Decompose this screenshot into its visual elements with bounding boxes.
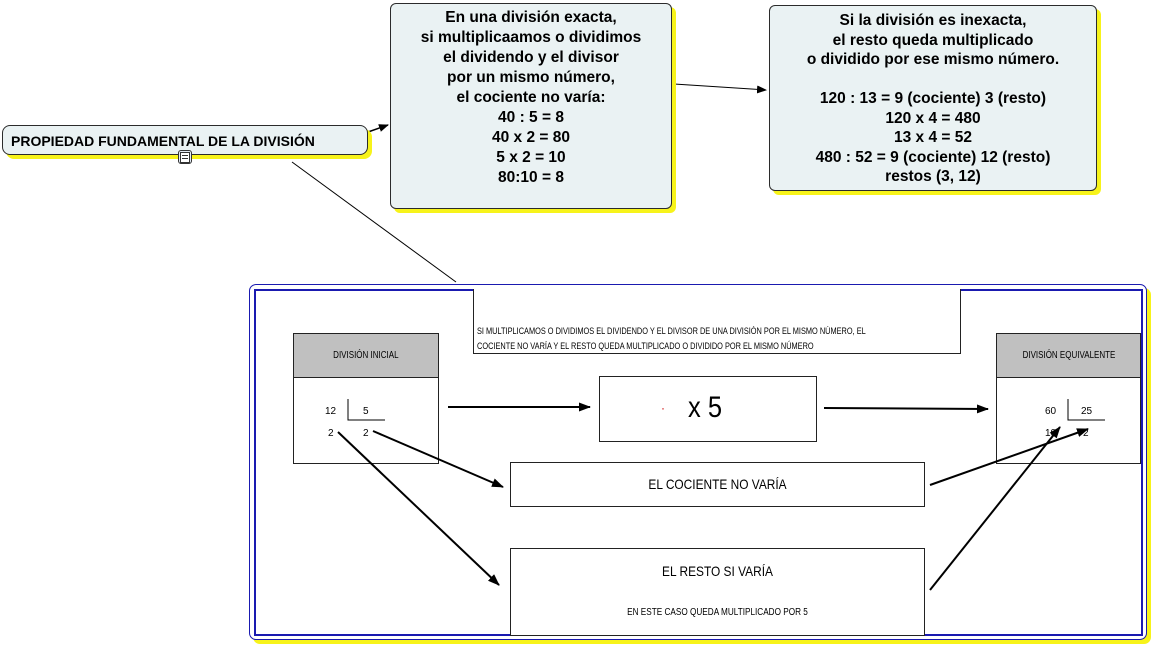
arrow-resto-box-to-equivalent (929, 426, 1061, 591)
exact-line: 40 : 5 = 8 (498, 109, 564, 126)
inexact-line: Si la división es inexacta, (839, 12, 1027, 29)
initial-divisor: 5 (363, 406, 369, 417)
initial-division-header-text: DIVISIÓN INICIAL (333, 350, 399, 361)
connector-root-to-image (291, 161, 457, 283)
inexact-division-node[interactable]: Si la división es inexacta, el resto que… (769, 5, 1097, 191)
initial-dividend: 12 (325, 406, 337, 417)
inexact-line: 13 x 4 = 52 (894, 129, 972, 146)
arrow-cociente-box-to-equivalent (929, 428, 1089, 486)
initial-division-header: DIVISIÓN INICIAL (294, 334, 438, 378)
root-topic[interactable]: PROPIEDAD FUNDAMENTAL DE LA DIVISIÓN (2, 125, 368, 155)
equivalent-division-bracket (1067, 399, 1105, 421)
remainder-box-title: EL RESTO SI VARÍA (662, 563, 773, 579)
equivalent-division-box: DIVISIÓN EQUIVALENTE 60 25 10 2 (996, 333, 1141, 464)
exact-line: 40 x 2 = 80 (492, 129, 570, 146)
initial-division-bracket (347, 399, 385, 421)
exact-line: por un mismo número, (447, 69, 615, 86)
multiplier-box: · x 5 (599, 376, 817, 442)
exact-line: 80:10 = 8 (498, 169, 564, 186)
inexact-line: 120 : 13 = 9 (cociente) 3 (resto) (819, 90, 1047, 107)
exact-line: 5 x 2 = 10 (496, 149, 566, 166)
exact-line: el dividendo y el divisor (443, 49, 619, 66)
inexact-line: o dividido por ese mismo número. (806, 51, 1060, 68)
statement-box: SI MULTIPLICAMOS O DIVIDIMOS EL DIVIDEND… (473, 289, 961, 354)
exact-line: si multiplicaamos o dividimos (420, 29, 642, 46)
quotient-box: EL COCIENTE NO VARÍA (510, 462, 925, 507)
exact-line: el cociente no varía: (456, 89, 606, 106)
exact-line: En una división exacta, (445, 9, 617, 26)
connector-root-to-exact (367, 124, 389, 133)
equivalent-dividend: 60 (1045, 406, 1057, 417)
initial-division-box: DIVISIÓN INICIAL 12 5 2 2 (293, 333, 439, 464)
arrow-quotient-to-cociente-box (372, 430, 504, 488)
root-topic-label: PROPIEDAD FUNDAMENTAL DE LA DIVISIÓN (11, 133, 315, 149)
statement-line: SI MULTIPLICAMOS O DIVIDIMOS EL DIVIDEND… (477, 326, 866, 336)
exact-division-node[interactable]: En una división exacta, si multiplicaamo… (390, 3, 672, 209)
statement-line: COCIENTE NO VARÍA Y EL RESTO QUEDA MULTI… (477, 341, 814, 351)
equivalent-divisor: 25 (1081, 406, 1093, 417)
inexact-line: 480 : 52 = 9 (cociente) 12 (resto) (815, 148, 1051, 166)
multiplier-dot: · (661, 401, 665, 415)
remainder-box-subtitle: EN ESTE CASO QUEDA MULTIPLICADO POR 5 (627, 607, 808, 618)
inexact-line: 120 x 4 = 480 (885, 109, 981, 127)
equivalent-division-header-text: DIVISIÓN EQUIVALENTE (1022, 350, 1115, 361)
initial-remainder: 2 (328, 428, 334, 439)
inexact-line: el resto queda multiplicado (832, 31, 1034, 49)
inexact-line: restos (3, 12) (885, 168, 981, 185)
arrow-multiplier-to-equivalent (823, 404, 989, 414)
equivalent-division-header: DIVISIÓN EQUIVALENTE (997, 334, 1140, 378)
note-icon[interactable] (178, 150, 192, 164)
quotient-box-text: EL COCIENTE NO VARÍA (648, 476, 787, 492)
arrow-remainder-to-resto-box (337, 431, 500, 586)
remainder-box: EL RESTO SI VARÍA EN ESTE CASO QUEDA MUL… (510, 548, 925, 636)
initial-quotient: 2 (363, 428, 369, 439)
connector-exact-to-inexact (673, 83, 767, 94)
multiplier-text: x 5 (688, 391, 723, 424)
